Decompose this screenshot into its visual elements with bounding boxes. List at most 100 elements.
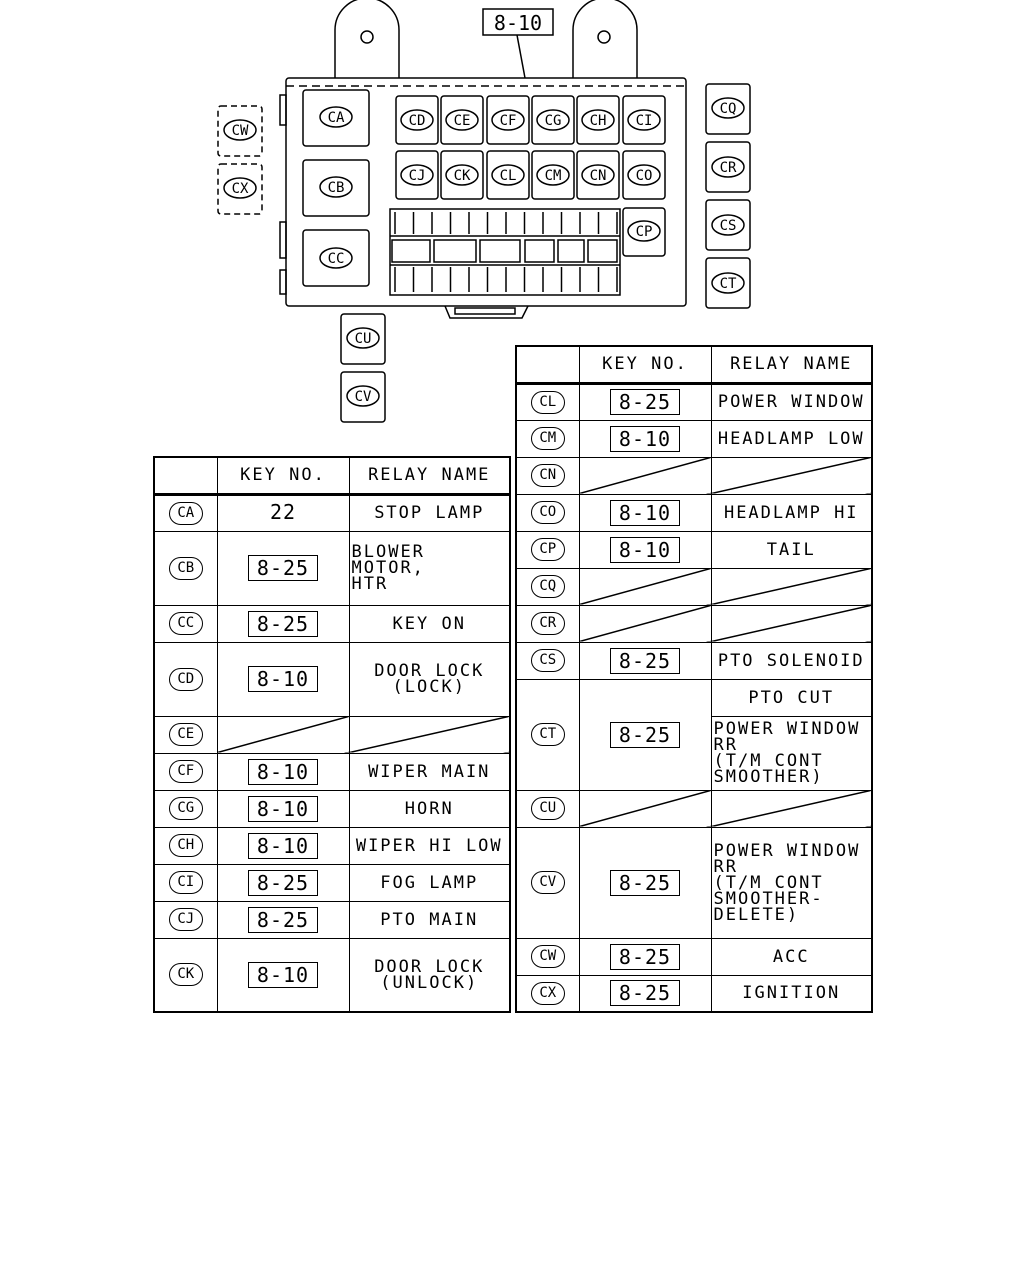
relay-name: STOP LAMP (374, 503, 485, 523)
relay-label: CV (355, 389, 372, 405)
key-no-cell (578, 456, 712, 495)
table-row: POWER WINDOW RR (T/M CONT SMOOTHER) (516, 715, 873, 791)
relay-label: CU (355, 331, 372, 347)
relay-marker: CG (536, 109, 570, 131)
relay-label: CG (545, 113, 562, 129)
relay-name-cell: POWER WINDOW RR (T/M CONT SMOOTHER) (710, 715, 873, 791)
key-no-cell: 8-25 (578, 678, 712, 791)
relay-id-badge: CI (168, 871, 203, 894)
relay-name-cell: HEADLAMP HI (710, 493, 873, 532)
relay-label: CD (409, 113, 426, 129)
relay-name-cell: POWER WINDOW (710, 382, 873, 421)
relay-name-cell (348, 715, 511, 754)
relay-name-cell: FOG LAMP (348, 863, 511, 902)
relay-label: CN (590, 168, 607, 184)
relay-name-cell: WIPER MAIN (348, 752, 511, 791)
relay-name-cell: IGNITION (710, 974, 873, 1013)
relay-name: WIPER MAIN (368, 761, 491, 782)
key-no-cell (578, 604, 712, 643)
relay-name: FOG LAMP (380, 872, 479, 893)
relay-marker: CW (223, 119, 257, 141)
relay-id-badge: CT (530, 723, 565, 746)
top-key-label: 8-10 (494, 11, 542, 35)
relay-name-cell: POWER WINDOW RR (T/M CONT SMOOTHER- DELE… (710, 826, 873, 939)
key-no-cell: 8-25 (578, 974, 712, 1013)
key-no-value: 8-25 (248, 555, 318, 581)
relay-id-cell: CF (153, 752, 218, 791)
relay-name: BLOWER MOTOR, HTR (351, 542, 425, 594)
key-no-cell: 8-10 (216, 937, 350, 1013)
relay-label: CI (636, 113, 653, 129)
relay-marker: CX (223, 177, 257, 199)
table-row: CC 8-25 KEY ON (153, 604, 511, 643)
table-header-row: KEY NO. RELAY NAME (515, 345, 873, 385)
relay-name: DOOR LOCK (LOCK) (374, 661, 485, 697)
relay-marker: CE (445, 109, 479, 131)
relay-name: TAIL (766, 539, 816, 560)
relay-name-cell: ACC (710, 937, 873, 976)
relay-id-badge: CL (530, 390, 565, 414)
relay-id-cell: CQ (515, 567, 580, 606)
relay-name-cell: KEY ON (348, 604, 511, 643)
relay-name-cell (710, 789, 873, 828)
key-no-cell: 8-10 (578, 493, 712, 532)
relay-id-badge: CA (168, 501, 203, 525)
table-row: CR (515, 604, 873, 643)
relay-id-badge: CP (530, 538, 565, 561)
relay-marker: CA (319, 106, 353, 128)
key-no-value: 8-25 (248, 869, 318, 896)
key-no-value: 8-10 (248, 795, 318, 822)
relay-marker: CV (346, 385, 380, 407)
relay-label: CR (720, 160, 737, 176)
relay-label: CT (720, 276, 737, 292)
relay-id-badge: CR (530, 612, 565, 635)
relay-name-cell: TAIL (710, 530, 873, 569)
relay-id-badge: CO (530, 501, 565, 524)
key-no-cell: 8-10 (216, 752, 350, 791)
key-no-cell: 8-10 (578, 419, 712, 458)
relay-label: CK (454, 168, 471, 184)
key-no-cell (578, 567, 712, 606)
relay-id-badge: CV (530, 871, 565, 894)
key-no-value: 8-10 (248, 758, 318, 785)
relay-id-badge: CW (530, 945, 565, 968)
relay-id-cell: CS (515, 641, 580, 680)
key-no-cell: 22 (216, 493, 350, 532)
relay-name: POWER WINDOW (717, 392, 865, 412)
relay-marker: CT (711, 272, 745, 294)
relay-id-badge: CQ (530, 575, 565, 598)
key-no-cell: 8-25 (578, 382, 712, 421)
table-row: CV 8-25 POWER WINDOW RR (T/M CONT SMOOTHER… (515, 826, 873, 939)
key-no-value: 8-25 (610, 943, 680, 970)
relay-name-cell (710, 456, 873, 495)
relay-marker: CR (711, 156, 745, 178)
relay-label: CB (328, 180, 345, 196)
header-id-cell (515, 345, 580, 385)
relay-label: CM (545, 168, 562, 184)
relay-id-cell: CK (153, 937, 218, 1013)
relay-id-cell: CE (153, 715, 218, 754)
relay-name: PTO SOLENOID (717, 650, 865, 671)
relay-name-cell: HEADLAMP LOW (710, 419, 873, 458)
key-no-value: 8-25 (610, 869, 680, 896)
table-row: CU (515, 789, 873, 828)
relay-label: CW (232, 123, 249, 139)
relay-id-badge: CX (530, 981, 565, 1005)
relay-name: HORN (404, 798, 454, 819)
relay-name: KEY ON (392, 613, 466, 634)
relay-label: CX (232, 181, 249, 197)
relay-name: HEADLAMP HI (723, 502, 859, 523)
relay-name: PTO MAIN (380, 909, 479, 930)
relay-marker: CJ (400, 164, 434, 186)
key-no-cell: 8-25 (578, 641, 712, 680)
relay-marker: CB (319, 176, 353, 198)
relay-id-cell: CC (153, 604, 218, 643)
key-no-value: 8-25 (248, 610, 318, 637)
table-row: CQ (515, 567, 873, 606)
table-row: CO 8-10 HEADLAMP HI (515, 493, 873, 532)
